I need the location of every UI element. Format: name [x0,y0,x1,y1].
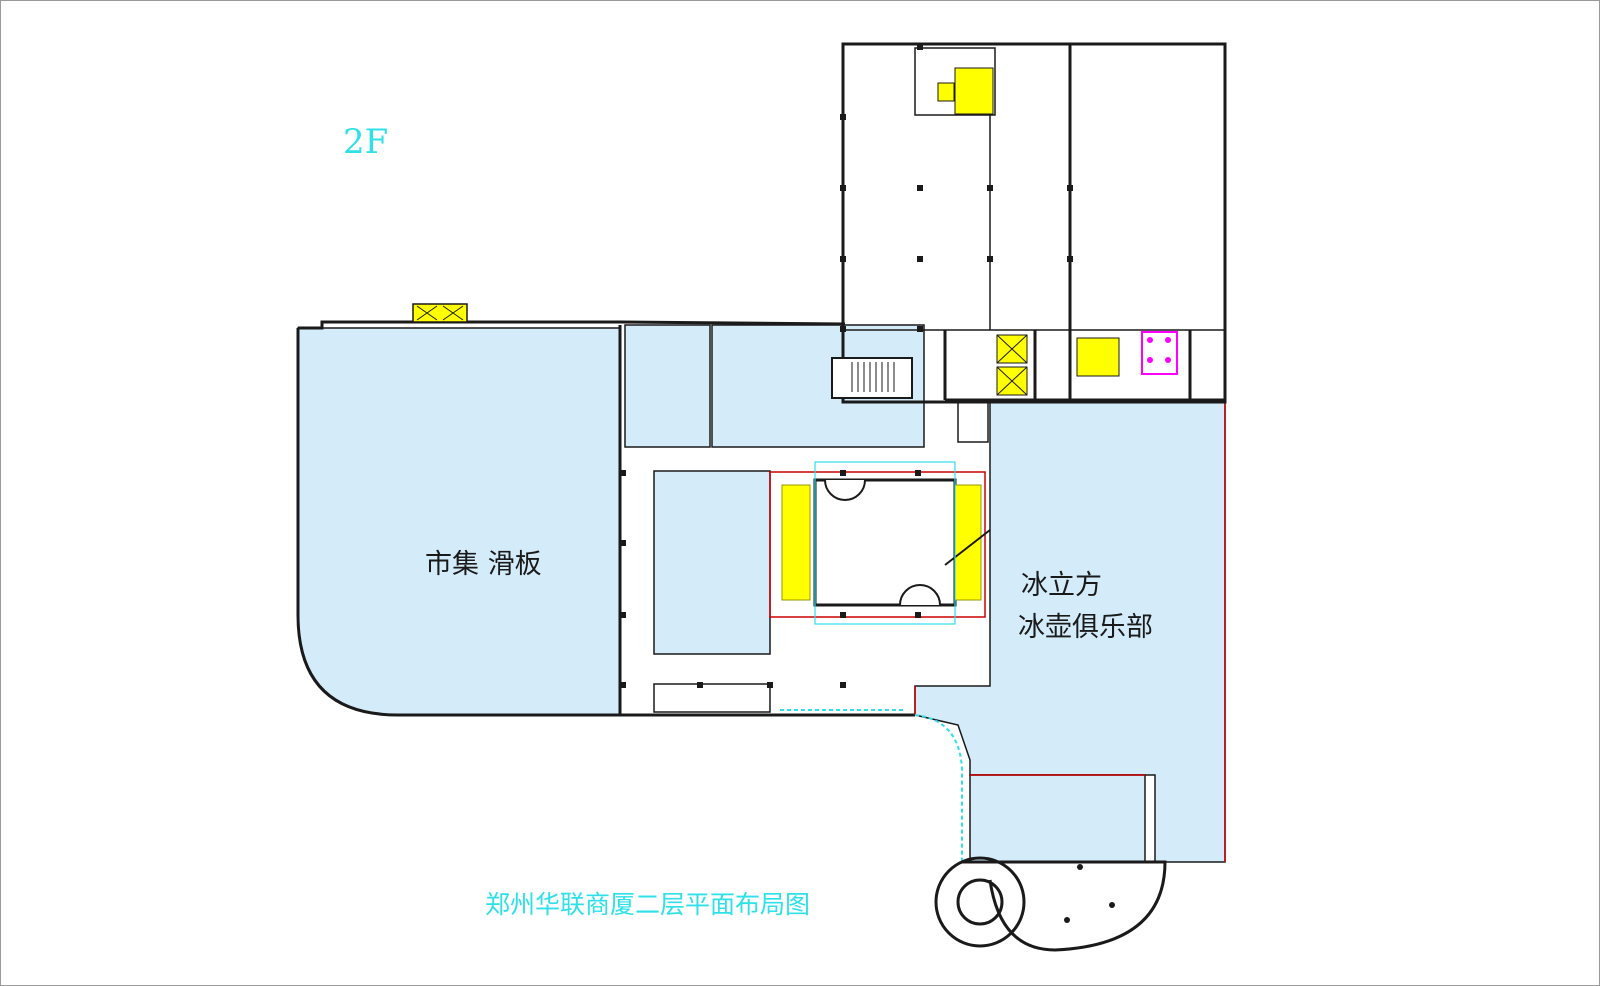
columns [620,44,1115,923]
restroom-fixture [1147,357,1153,363]
column-icon [987,256,993,262]
escalator-icon [1076,337,1120,377]
column-icon [917,326,923,332]
atrium-notch-bottom [899,584,941,606]
elevator-icon [412,303,468,323]
column-icon [840,185,846,191]
column-icon [840,682,846,688]
column-icon [915,612,921,618]
north-stair-room [914,47,996,116]
column-icon [840,326,846,332]
atrium-notch-top [824,479,866,501]
restroom-fixture [1165,337,1171,343]
stair-icon [831,357,913,399]
zone-label-ice-cube: 冰立方 [1021,570,1102,601]
small-room [653,683,771,713]
elevator-icon [937,82,955,102]
column-icon [1109,902,1115,908]
column-icon [987,185,993,191]
escalator-icon [781,484,811,601]
zone-market-skate[interactable] [297,327,621,716]
atrium-outline [769,471,986,618]
small-room [957,401,989,443]
zone-label-market-skate: 市集 滑板 [425,549,542,580]
zone-label-ice-club: 冰壶俱乐部 [1018,612,1153,643]
column-icon [620,540,626,546]
column-icon [697,682,703,688]
stair-icon [954,67,994,115]
column-icon [620,470,626,476]
column-icon [1077,864,1083,870]
column-icon [1067,185,1073,191]
spiral-stair-core [956,878,1004,926]
restroom-fixture [1147,337,1153,343]
column-icon [1064,917,1070,923]
restroom-fixture [1165,357,1171,363]
top-wall-left [298,320,846,330]
column-icon [840,114,846,120]
outer-wall-left [296,328,915,717]
escalator-icon [954,484,982,601]
zone-small-a[interactable] [624,324,711,448]
stair-treads [851,362,895,392]
spiral-stair-icon [934,856,1026,948]
restroom-icon [1141,331,1178,375]
glazing-south [780,709,963,862]
red-boundary [914,402,1226,862]
north-tower [841,42,1227,404]
column-icon [917,256,923,262]
zone-center-block[interactable] [653,470,771,655]
column-icon [915,470,921,476]
column-icon [1067,256,1073,262]
column-icon [917,44,923,50]
column-icon [840,612,846,618]
column-icon [620,682,626,688]
column-icon [840,470,846,476]
elevator-cross [416,305,464,321]
map-caption: 郑州华联商厦二层平面布局图 [485,890,810,919]
floor-label: 2F [343,122,388,162]
elevator-cross [996,334,1028,396]
south-bulge [962,860,1167,952]
atrium-cyan-rail [814,461,956,625]
zone-ice-cube-lower[interactable] [969,774,1146,863]
column-icon [620,612,626,618]
escalator-divider [944,529,991,566]
column-icon [840,256,846,262]
column-icon [917,185,923,191]
column-icon [767,682,773,688]
